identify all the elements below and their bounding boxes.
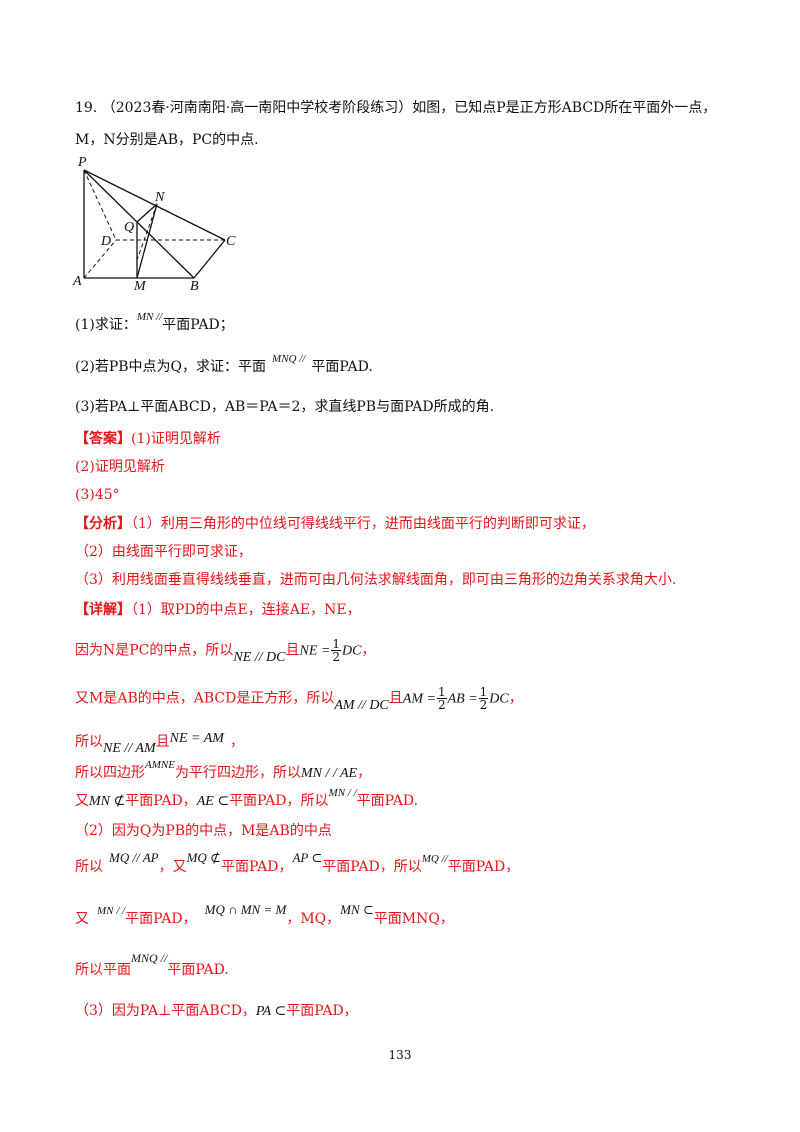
detail-line-5: 所以四边形AMNE为平行四边形，所以MN / / AE， xyxy=(75,759,372,781)
question-stem-1: 如图，已知点P是正方形ABCD所在平面外一点， xyxy=(412,100,717,116)
label-N: N xyxy=(155,190,165,205)
label-A: A xyxy=(73,274,82,289)
label-D: D xyxy=(101,234,112,249)
label-P: P xyxy=(78,155,87,170)
segment-QN xyxy=(136,203,158,223)
question-line-2: M，N分别是AB，PC的中点. xyxy=(75,131,259,149)
label-C: C xyxy=(226,234,236,249)
math-mn-parallel: MN // xyxy=(136,311,163,323)
detail-tag: 【详解】 xyxy=(75,602,131,618)
edge-PB xyxy=(83,169,195,279)
analysis-line-1: 【分析】（1）利用三角形的中位线可得线线平行，进而由线面平行的判断即可求证， xyxy=(75,516,595,532)
math-mnq-parallel: MNQ // xyxy=(272,353,306,365)
analysis-line-2: （2）由线面平行即可求证， xyxy=(75,544,252,560)
edge-PC xyxy=(83,169,226,241)
segment-MN xyxy=(136,203,158,279)
part-1: (1)求证：MN //平面PAD； xyxy=(75,311,234,333)
detail-line-6: 又MN ⊄平面PAD，AE ⊂平面PAD，所以MN / /平面PAD. xyxy=(75,787,419,809)
question-line-1: 19. （2023春·河南南阳·高一南阳中学校考阶段练习）如图，已知点P是正方形… xyxy=(75,99,716,117)
label-M: M xyxy=(134,279,146,294)
edge-BC xyxy=(193,239,226,279)
answer-tag: 【答案】 xyxy=(75,431,131,447)
detail-line-8: 所以MQ // AP，又MQ ⊄平面PAD，AP ⊂平面PAD，所以MQ //平… xyxy=(75,850,520,875)
hidden-segment-NM xyxy=(136,203,158,261)
hidden-edge-PD xyxy=(83,169,117,241)
analysis-tag: 【分析】 xyxy=(75,516,131,532)
part-3: (3)若PA⊥平面ABCD，AB＝PA＝2，求直线PB与面PAD所成的角. xyxy=(75,399,495,415)
hidden-edge-AD xyxy=(83,239,117,279)
detail-line-7: （2）因为Q为PB的中点，M是AB的中点 xyxy=(75,823,332,839)
detail-line-4: 所以NE // AM且NE = AM， xyxy=(75,731,244,756)
label-Q: Q xyxy=(124,220,135,235)
detail-line-1: 【详解】（1）取PD的中点E，连接AE，NE， xyxy=(75,602,361,618)
detail-line-11: （3）因为PA⊥平面ABCD，PA ⊂平面PAD， xyxy=(75,1003,358,1019)
answer-line-2: (2)证明见解析 xyxy=(75,459,165,475)
analysis-line-3: （3）利用线面垂直得线线垂直，进而可由几何法求解线面角，即可由三角形的边角关系求… xyxy=(75,572,677,588)
page-number: 133 xyxy=(388,1048,412,1062)
pyramid-figure xyxy=(83,169,226,279)
question-stem-2: M，N分别是AB，PC的中点. xyxy=(75,132,259,148)
question-number: 19. xyxy=(75,100,98,116)
answer-line-1: 【答案】(1)证明见解析 xyxy=(75,431,221,447)
label-B: B xyxy=(190,279,199,294)
question-source: （2023春·河南南阳·高一南阳中学校考阶段练习） xyxy=(101,100,413,116)
answer-line-3: (3)45° xyxy=(75,487,120,503)
detail-line-10: 所以平面MNQ //平面PAD. xyxy=(75,951,229,978)
